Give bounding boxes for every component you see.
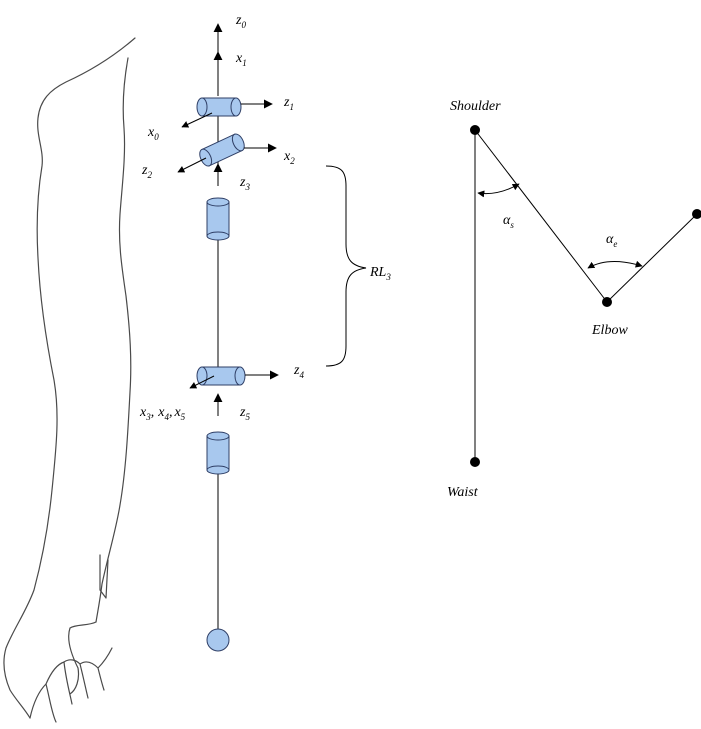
wrist-joint [692,209,701,219]
shoulder-joint [470,125,480,135]
label-z5: z5 [239,405,250,422]
arm-outer-contour [3,37,136,719]
link-5-cylinder [206,431,230,475]
kinematic-chain: z0 x1 z1 x0 x2 z2 z3 z4 z5 x3,x4,x5 RL3 [139,13,391,652]
z2-axis-arrow [177,157,207,173]
hand-palm [68,621,97,695]
label-z4: z4 [293,363,304,380]
joint-2-cylinder [199,133,245,167]
label-x2: x2 [283,149,295,166]
label-elbow: Elbow [591,323,628,338]
rl3-bracket [325,165,367,367]
human-arm-outline [3,37,136,723]
x0-axis-arrow [181,112,213,128]
alpha-s-arc [477,183,520,198]
hand-fingers [29,647,113,723]
label-x0: x0 [147,125,159,142]
label-alpha-e: αe [606,232,617,249]
wrist-band [99,554,109,599]
label-rl3: RL3 [369,265,391,282]
label-z3: z3 [239,175,250,192]
arm-angle-diagram: Shoulder Elbow Waist αs αe [447,99,701,500]
arm-inner-contour [95,57,132,623]
elbow-joint [602,297,612,307]
label-z2: z2 [141,163,152,180]
forearm-link [606,213,698,303]
label-x3-x4-x5: x3,x4,x5 [139,405,186,422]
link-3-cylinder [206,197,230,241]
joint-4-cylinder [196,366,246,386]
joint-1-cylinder [196,97,242,117]
label-z1: z1 [283,95,294,112]
x3-axis-arrow [189,375,215,389]
waist-joint [470,457,480,467]
label-x1: x1 [235,51,247,68]
label-shoulder: Shoulder [450,99,501,114]
alpha-e-arc [587,260,643,269]
label-z0: z0 [235,13,246,30]
label-alpha-s: αs [503,213,514,230]
upper-arm-link [474,129,608,303]
label-waist: Waist [447,485,479,500]
end-effector-ball [206,628,230,652]
